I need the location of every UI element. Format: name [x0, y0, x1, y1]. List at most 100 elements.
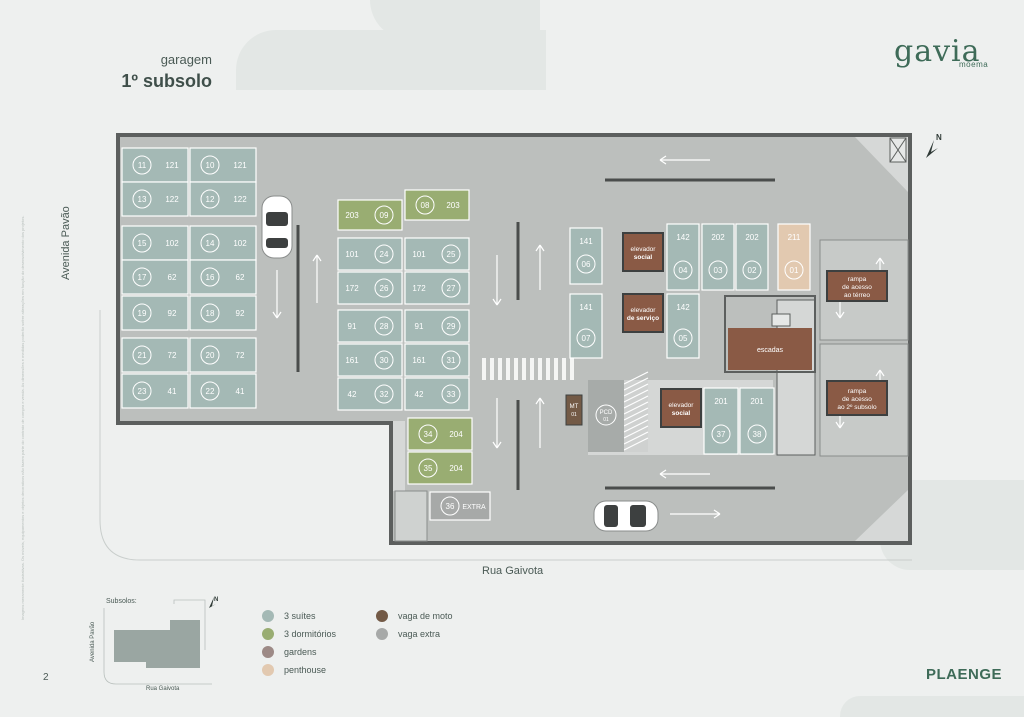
spot-number: 30	[380, 356, 389, 365]
spot-unit: 91	[348, 322, 357, 331]
spot-unit: 201	[750, 397, 764, 406]
spot-number: 34	[424, 430, 433, 439]
spot-number: 32	[380, 390, 389, 399]
spot-unit: 122	[165, 195, 179, 204]
spot-unit: 122	[233, 195, 247, 204]
spot-number-circle	[440, 496, 460, 516]
spot-unit: 141	[579, 237, 593, 246]
svg-text:01: 01	[603, 417, 609, 423]
legend-label: penthouse	[284, 665, 327, 675]
spot-unit: 201	[714, 397, 728, 406]
legend-item: vaga extra	[376, 628, 440, 640]
spot-number-circle	[200, 155, 220, 175]
crosswalk	[482, 358, 574, 380]
svg-text:elevador: elevador	[669, 402, 695, 409]
gavia-logo: gavia	[894, 34, 981, 69]
pcd-hatch-lines	[623, 371, 649, 451]
mini-map-left-street: Avenida Pavão	[90, 621, 96, 662]
spot-unit: 91	[415, 322, 424, 331]
spot-number-circle	[441, 278, 461, 298]
spot-number-circle	[132, 345, 152, 365]
spot-number-circle	[742, 260, 762, 280]
svg-text:elevador: elevador	[631, 307, 657, 314]
spot-number: 28	[380, 322, 389, 331]
spot-number-circle	[200, 381, 220, 401]
spot-number-circle	[132, 303, 152, 323]
spot-unit: 203	[345, 211, 359, 220]
spot-unit: 41	[168, 387, 177, 396]
spot-number: 27	[447, 284, 456, 293]
spot-unit: 92	[236, 309, 245, 318]
street-curve	[99, 310, 912, 561]
spot-number-circle	[441, 244, 461, 264]
direction-arrows	[272, 155, 885, 519]
spot-number-circle	[711, 424, 731, 444]
svg-text:de acesso: de acesso	[842, 284, 872, 291]
legend-item: penthouse	[262, 664, 326, 676]
spot-number-circle	[132, 233, 152, 253]
svg-text:social: social	[634, 254, 653, 261]
legend-item: 3 suítes	[262, 610, 316, 622]
north-label: N	[936, 133, 942, 142]
spot-number: 06	[582, 260, 591, 269]
legend-label: vaga extra	[398, 629, 441, 639]
spot-number-circle	[200, 267, 220, 287]
spot-number: 17	[138, 273, 147, 282]
spot-number-circle	[200, 345, 220, 365]
stairs-room	[728, 328, 812, 370]
spot-number-circle	[418, 458, 438, 478]
mini-map-north: N	[214, 597, 218, 603]
spot-number: 15	[138, 239, 147, 248]
parking-spot-13: 13 122	[121, 181, 189, 217]
spot-number: 05	[679, 334, 688, 343]
spot-number-circle	[132, 155, 152, 175]
decor-shape-top-2	[236, 30, 546, 90]
spot-unit: 141	[579, 303, 593, 312]
spot-unit: 142	[676, 233, 690, 242]
spot-number: 13	[138, 195, 147, 204]
svg-text:social: social	[672, 410, 691, 417]
spot-number-circle	[132, 189, 152, 209]
spot-unit: 204	[449, 464, 463, 473]
svg-text:01: 01	[571, 412, 577, 418]
spot-unit: 121	[165, 161, 179, 170]
left-box	[394, 490, 428, 542]
spot-number: 01	[790, 266, 799, 275]
spot-number: 24	[380, 250, 389, 259]
svg-text:de serviço: de serviço	[627, 315, 659, 322]
spot-number: 26	[380, 284, 389, 293]
spot-number-circle	[374, 384, 394, 404]
spot-number-circle	[441, 384, 461, 404]
svg-text:ao térreo: ao térreo	[844, 292, 870, 299]
plaenge-logo: PLAENGE	[926, 666, 1003, 683]
north-arrow-icon: N	[926, 133, 942, 158]
legend-swatch	[262, 664, 274, 676]
spot-unit: 101	[345, 250, 359, 259]
mini-map-bottom-street: Rua Gaivota	[146, 686, 180, 692]
spot-number-circle	[374, 316, 394, 336]
